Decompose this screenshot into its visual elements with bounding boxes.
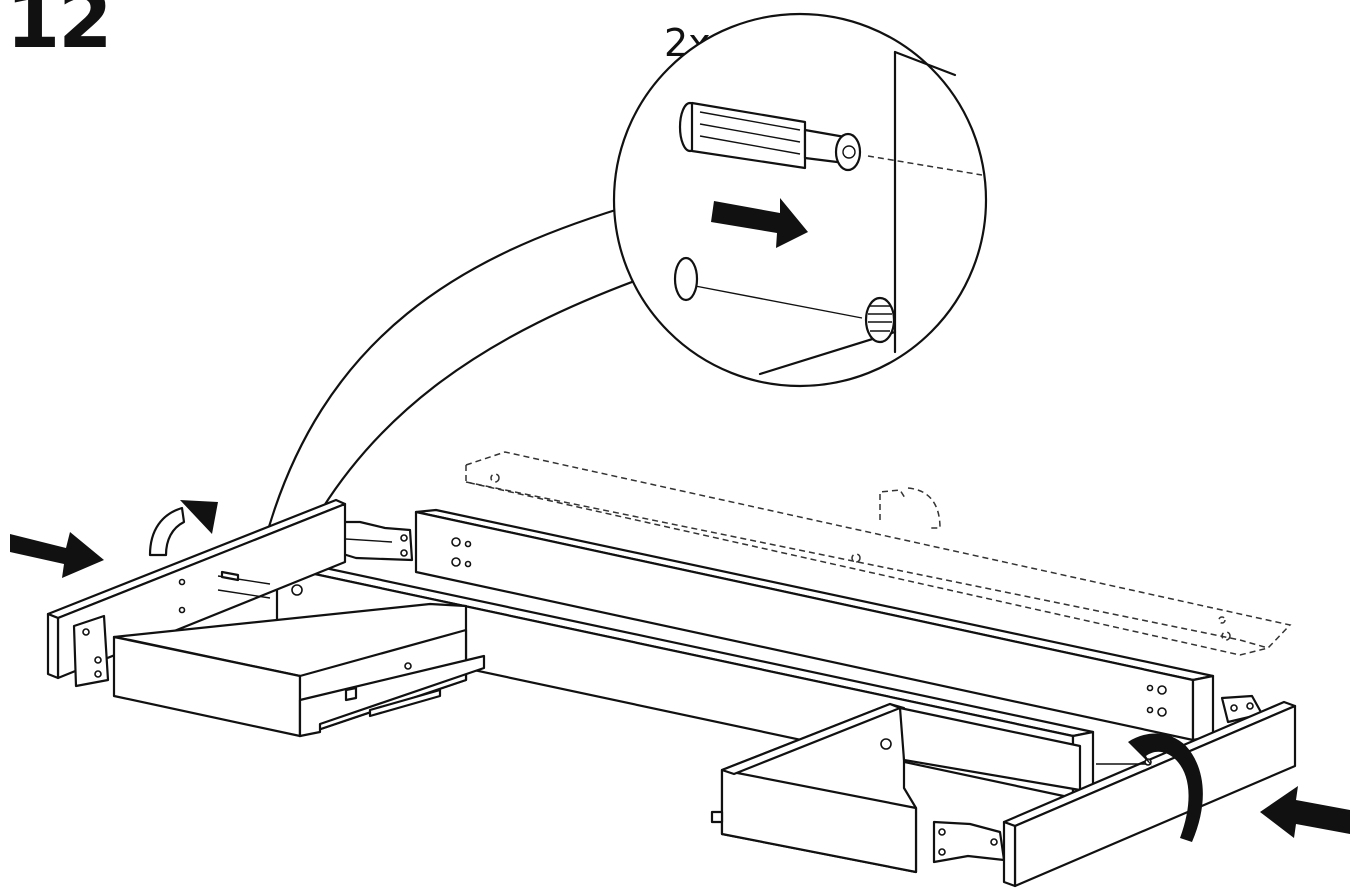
rotate-arrow-small-icon <box>148 500 218 557</box>
insert-arrow-icon <box>711 198 808 248</box>
right-side-panel <box>1002 700 1297 888</box>
push-arrow-right-icon <box>1260 786 1350 838</box>
ghost-rail-outline <box>465 451 1292 656</box>
rotate-arrow-large-icon <box>1128 733 1203 842</box>
threaded-insert-icon <box>864 296 896 344</box>
step-number: 12 <box>6 0 113 66</box>
right-drawer-box <box>710 702 1082 874</box>
cam-dowel-icon <box>678 101 862 172</box>
left-drawer-box <box>112 602 486 738</box>
dowel-hole <box>673 256 699 302</box>
push-arrow-left-icon <box>10 532 104 578</box>
